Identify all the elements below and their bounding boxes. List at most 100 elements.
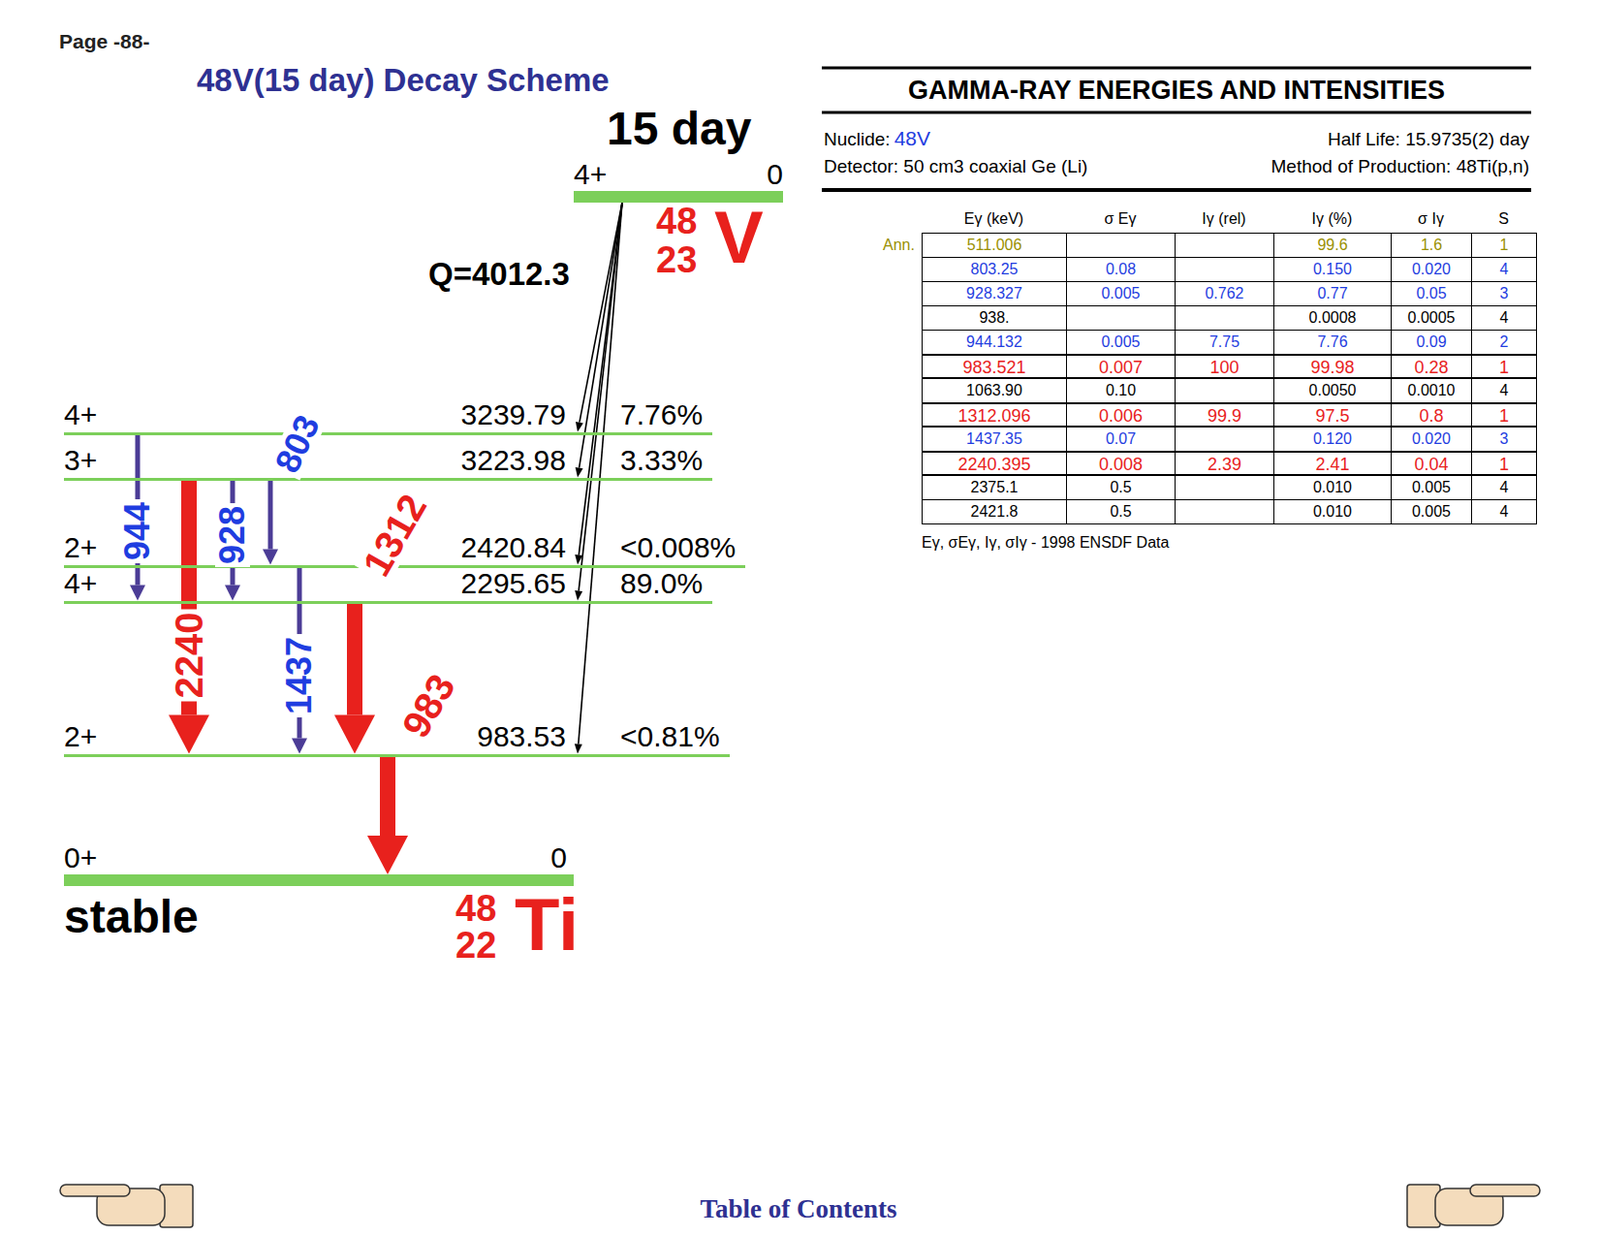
table-cell: 7.76 [1273, 329, 1392, 355]
table-cell: 2 [1471, 329, 1538, 355]
nuclide-name: 48V [894, 127, 931, 149]
table-cell: 1.6 [1390, 232, 1473, 258]
spin-parity: 3+ [63, 445, 97, 475]
spin-parity: 4+ [63, 568, 97, 598]
table-header: Eγ (keV) [921, 211, 1067, 227]
table-cell: 1063.90 [921, 377, 1067, 404]
table-value: 0.762 [1204, 284, 1244, 302]
table-value: 0.008 [1098, 454, 1143, 474]
table-header: σ Eγ [1066, 211, 1175, 227]
table-cell: 0.020 [1390, 256, 1473, 283]
table-cell: 0.5 [1066, 499, 1176, 525]
table-cell: 2.39 [1174, 450, 1275, 476]
level-text: 15 day [606, 105, 752, 153]
table-cell: 0.008 [1066, 450, 1176, 476]
table-value: 0.07 [1105, 430, 1136, 447]
table-cell: 0.005 [1066, 281, 1176, 307]
table-cell: 4 [1471, 305, 1538, 331]
energy-level: 3+3223.983.33% [63, 477, 713, 481]
level-text: 4+ [573, 159, 607, 189]
transition-energy: 983 [393, 664, 463, 746]
info-text: Detector: 50 cm3 coaxial Ge (Li) [823, 156, 1088, 176]
table-value: 0.010 [1313, 478, 1352, 496]
table-value: 2.39 [1207, 454, 1242, 474]
table-cell: 2375.1 [921, 474, 1067, 501]
table-value: 0.0050 [1309, 381, 1357, 399]
feeding-percent: 7.76% [620, 400, 703, 430]
gamma-transition [262, 480, 279, 565]
table-cell: 0.0008 [1273, 305, 1392, 331]
table-cell: 1437.35 [921, 426, 1067, 452]
level-energy: 3239.79 [461, 400, 566, 430]
table-cell [1066, 232, 1176, 258]
table-value: 100 [1209, 357, 1239, 377]
table-value: 0.5 [1109, 502, 1131, 520]
arrow-head [224, 585, 241, 601]
table-value: 1437.35 [966, 430, 1023, 447]
table-value: 944.132 [966, 333, 1023, 350]
table-cell [1066, 305, 1176, 331]
hand-icon-right [1407, 1184, 1540, 1227]
table-header: Iγ (rel) [1174, 211, 1274, 227]
row-tag: Ann. [882, 237, 915, 253]
energy-level: 4+3239.797.76% [63, 432, 713, 436]
table-value: 0.120 [1313, 430, 1352, 447]
level-energy: 3223.98 [461, 445, 566, 475]
feeding-percent: <0.008% [620, 533, 736, 563]
table-cell: 0.0050 [1273, 377, 1392, 404]
table-value: 1 [1499, 454, 1509, 474]
table-cell: 983.521 [921, 353, 1067, 379]
table-cell: 99.6 [1273, 232, 1392, 258]
table-cell: 3 [1471, 426, 1538, 452]
level-text: 0 [766, 159, 784, 189]
table-value: 511.006 [967, 236, 1023, 253]
level-text: 23 [656, 241, 697, 279]
info-text: Half Life: 15.9735(2) day [1327, 129, 1530, 149]
table-value: 99.9 [1207, 406, 1242, 426]
transition-energy: 2240 [169, 609, 209, 702]
diagram-title: 48V(15 day) Decay Scheme [196, 63, 610, 96]
table-value: 97.5 [1315, 406, 1350, 426]
table-rule [821, 111, 1532, 115]
arrow-head [575, 467, 584, 478]
level-text: stable [63, 893, 199, 941]
table-cell: 0.28 [1390, 353, 1473, 379]
table-value: 0.020 [1411, 430, 1451, 447]
table-cell: 0.120 [1273, 426, 1392, 452]
hand-icon-left [60, 1184, 193, 1227]
table-cell: 0.006 [1066, 402, 1176, 428]
level-text: 48 [455, 889, 497, 927]
table-value: 0.8 [1418, 406, 1444, 426]
table-value: 0.28 [1413, 357, 1448, 377]
arrow-head [262, 549, 279, 565]
table-cell: 1312.096 [921, 402, 1067, 428]
table-cell [1174, 305, 1275, 331]
table-cell: 1 [1471, 402, 1538, 428]
table-header: S [1471, 211, 1537, 227]
arrow-head [367, 835, 408, 875]
table-value: 0.010 [1313, 502, 1352, 520]
table-value: 0.08 [1105, 260, 1136, 278]
arrow-shaft [578, 202, 623, 745]
hand-finger [60, 1184, 130, 1196]
table-value: 983.521 [962, 357, 1026, 377]
table-cell: 2240.395 [921, 450, 1067, 476]
table-cell: 0.005 [1390, 474, 1473, 501]
table-header: Iγ (%) [1273, 211, 1391, 227]
transition-energy: 803 [268, 407, 328, 480]
table-cell: 511.006 [921, 232, 1067, 258]
level-energy: 2295.65 [461, 568, 566, 598]
energy-level: 2+983.53<0.81% [63, 753, 730, 757]
level-bar: 15 day4+04823V [573, 190, 784, 203]
transition-energy: 928 [215, 502, 251, 567]
table-value: 1 [1499, 406, 1509, 426]
table-value: 0.04 [1413, 454, 1448, 474]
table-value: 0.0008 [1309, 309, 1357, 326]
table-value: 0.020 [1411, 260, 1451, 278]
table-cell [1174, 232, 1275, 258]
table-value: 99.98 [1310, 357, 1354, 377]
gamma-transition [168, 480, 210, 754]
table-value: 0.0005 [1408, 309, 1456, 326]
energy-level: 4+2295.6589.0% [63, 600, 713, 604]
